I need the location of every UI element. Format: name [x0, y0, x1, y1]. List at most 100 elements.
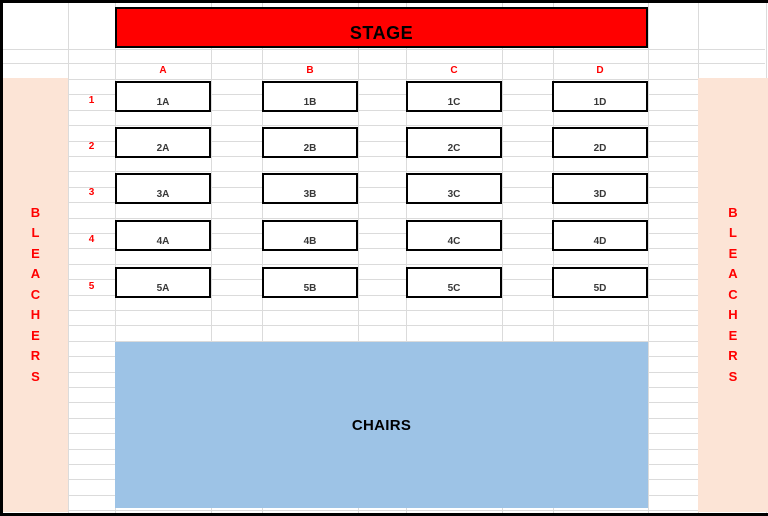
row-header-3: 3 — [88, 187, 95, 198]
seat-2d[interactable]: 2D — [552, 127, 648, 158]
bleacher-letter: C — [728, 286, 738, 302]
chairs-area[interactable]: CHAIRS — [115, 342, 648, 508]
seat-label: 4D — [593, 236, 607, 247]
seat-label: 2C — [447, 143, 461, 154]
bleacher-letter: L — [31, 225, 40, 241]
sheet-border-bottom — [0, 513, 768, 516]
gridline-horizontal — [3, 79, 765, 80]
row-header-5: 5 — [88, 281, 95, 292]
gridline-vertical — [262, 3, 263, 513]
gridline-horizontal — [3, 63, 765, 64]
seat-label: 3C — [447, 189, 461, 200]
stage[interactable]: STAGE — [115, 7, 648, 48]
seat-label: 4C — [447, 236, 461, 247]
gridline-horizontal — [3, 295, 765, 296]
seat-3a[interactable]: 3A — [115, 173, 211, 204]
seat-label: 2A — [156, 143, 170, 154]
bleacher-letter: E — [31, 245, 40, 261]
bleacher-letter: E — [31, 327, 40, 343]
chairs-label: CHAIRS — [351, 416, 412, 434]
column-header-b: B — [306, 65, 314, 76]
seat-2a[interactable]: 2A — [115, 127, 211, 158]
seat-label: 1B — [303, 97, 317, 108]
sheet-border-top — [0, 0, 768, 3]
seat-label: 5A — [156, 283, 170, 294]
gridline-vertical — [406, 3, 407, 513]
gridline-horizontal — [3, 233, 765, 234]
seat-label: 1D — [593, 97, 607, 108]
seat-5d[interactable]: 5D — [552, 267, 648, 298]
seat-1a[interactable]: 1A — [115, 81, 211, 112]
seat-3b[interactable]: 3B — [262, 173, 358, 204]
gridline-vertical — [358, 3, 359, 513]
gridline-horizontal — [3, 156, 765, 157]
seat-label: 4B — [303, 236, 317, 247]
gridline-vertical — [211, 3, 212, 513]
row-header-4: 4 — [88, 234, 95, 245]
bleacher-letter: B — [728, 204, 738, 220]
bleacher-letter: B — [30, 204, 41, 220]
seat-5c[interactable]: 5C — [406, 267, 502, 298]
gridline-vertical — [68, 3, 69, 513]
column-header-d: D — [596, 65, 604, 76]
seat-5b[interactable]: 5B — [262, 267, 358, 298]
gridline-horizontal — [3, 110, 765, 111]
stage-label: STAGE — [349, 23, 414, 43]
row-header-1: 1 — [88, 95, 95, 106]
bleacher-letter: H — [728, 307, 738, 323]
seat-label: 4A — [156, 236, 170, 247]
gridline-horizontal — [3, 125, 765, 126]
gridline-horizontal — [3, 279, 765, 280]
bleacher-letter: S — [728, 368, 738, 384]
gridline-horizontal — [3, 248, 765, 249]
gridline-horizontal — [3, 218, 765, 219]
gridline-horizontal — [3, 325, 765, 326]
bleacher-letter: E — [728, 327, 738, 343]
seat-3c[interactable]: 3C — [406, 173, 502, 204]
seat-1d[interactable]: 1D — [552, 81, 648, 112]
sheet-border-left — [0, 0, 3, 516]
gridline-horizontal — [3, 264, 765, 265]
gridline-horizontal — [3, 187, 765, 188]
seat-label: 2B — [303, 143, 317, 154]
bleacher-letter: C — [30, 286, 41, 302]
seat-label: 3D — [593, 189, 607, 200]
gridline-horizontal — [3, 49, 765, 50]
seat-label: 3A — [156, 189, 170, 200]
seat-label: 1A — [156, 97, 170, 108]
bleacher-letter: R — [728, 348, 738, 364]
seat-label: 1C — [447, 97, 461, 108]
column-header-c: C — [450, 65, 458, 76]
seat-label: 5D — [593, 283, 607, 294]
bleacher-letter: E — [728, 245, 738, 261]
bleacher-letter: L — [729, 225, 737, 241]
seat-label: 3B — [303, 189, 317, 200]
seat-2b[interactable]: 2B — [262, 127, 358, 158]
gridline-horizontal — [3, 341, 765, 342]
column-header-a: A — [159, 65, 167, 76]
seat-1b[interactable]: 1B — [262, 81, 358, 112]
bleacher-letter: S — [31, 368, 40, 384]
gridline-vertical — [553, 3, 554, 513]
seat-3d[interactable]: 3D — [552, 173, 648, 204]
seat-4d[interactable]: 4D — [552, 220, 648, 251]
seat-label: 5C — [447, 283, 461, 294]
gridline-horizontal — [3, 310, 765, 311]
seat-label: 2D — [593, 143, 607, 154]
bleacher-letter: R — [30, 348, 41, 364]
seat-1c[interactable]: 1C — [406, 81, 502, 112]
bleacher-letter: A — [728, 266, 738, 282]
seat-4a[interactable]: 4A — [115, 220, 211, 251]
seat-4b[interactable]: 4B — [262, 220, 358, 251]
gridline-horizontal — [3, 94, 765, 95]
seat-4c[interactable]: 4C — [406, 220, 502, 251]
seat-2c[interactable]: 2C — [406, 127, 502, 158]
gridline-horizontal — [3, 141, 765, 142]
gridline-horizontal — [3, 171, 765, 172]
seat-5a[interactable]: 5A — [115, 267, 211, 298]
gridline-horizontal — [3, 510, 765, 511]
gridline-vertical — [502, 3, 503, 513]
